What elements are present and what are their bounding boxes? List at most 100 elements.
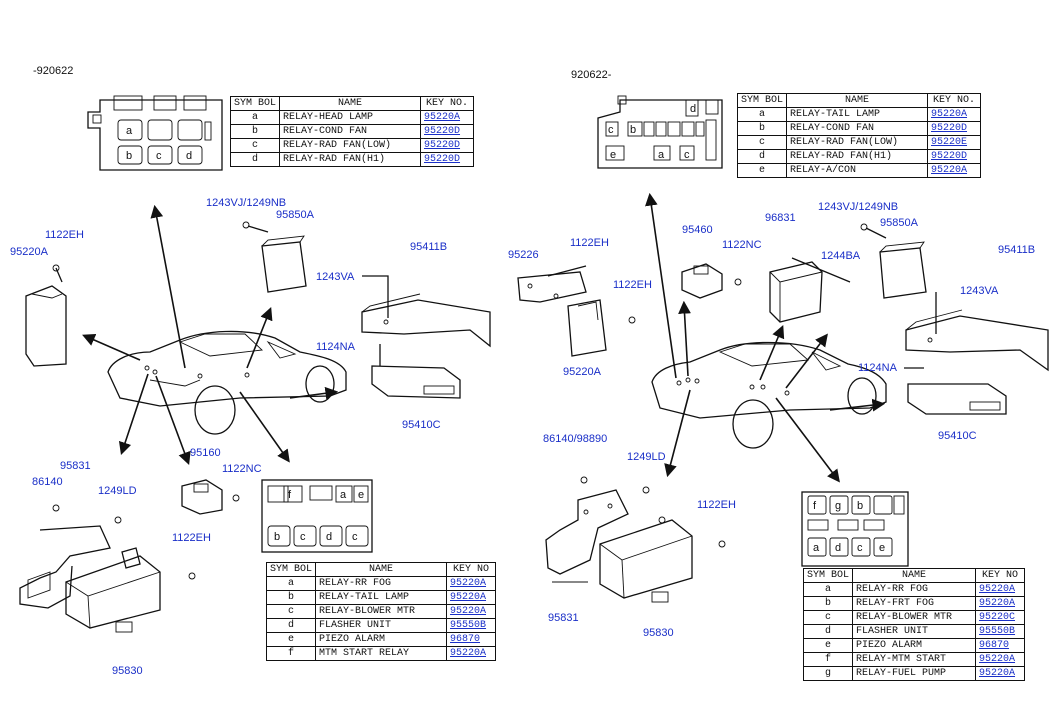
left-bracket-95411b	[361, 293, 491, 348]
right-relay-panel-2: f g b a d c e	[801, 491, 909, 567]
label-95220a: 95220A	[10, 246, 49, 258]
right-relay-95850a	[860, 223, 927, 299]
col-header-name: NAME	[786, 93, 929, 108]
right-leader-arrow	[785, 333, 828, 389]
label-1244ba: 1244BA	[821, 250, 861, 262]
cell-key: 95220D	[927, 121, 982, 136]
left-unit-95830	[65, 555, 196, 633]
panel-slot-label: f	[813, 500, 817, 512]
cell-sym: d	[736, 149, 788, 164]
cell-key: 95220A	[975, 596, 1026, 611]
label-95850a: 95850A	[880, 217, 919, 229]
label-1249ld: 1249LD	[627, 451, 666, 463]
label-1122eh-c: 1122EH	[697, 499, 736, 511]
right-leader-arrow	[759, 325, 785, 381]
cell-sym: c	[736, 135, 788, 150]
panel-slot-label: b	[857, 500, 863, 512]
left-car-silhouette	[107, 330, 347, 435]
right-leader-arrow	[664, 389, 691, 478]
cell-name: RELAY-FUEL PUMP	[852, 666, 977, 681]
cell-name: RELAY-BLOWER MTR	[315, 604, 448, 619]
label-1243vj: 1243VJ/1249NB	[818, 201, 898, 213]
label-86140: 86140	[32, 476, 63, 488]
cell-name: RELAY-RAD FAN(LOW)	[279, 138, 422, 153]
right-car-silhouette	[651, 341, 887, 449]
cell-name: RELAY-RR FOG	[315, 576, 448, 591]
cell-sym: b	[229, 124, 281, 139]
cell-sym: e	[265, 632, 317, 647]
right-bracket-95831	[545, 476, 629, 583]
col-header-key: KEY NO	[446, 562, 497, 577]
right-unit-96831	[769, 257, 851, 323]
panel-slot-label: a	[813, 542, 820, 554]
label-95410c: 95410C	[938, 430, 977, 442]
label-1122eh-b: 1122EH	[613, 279, 652, 291]
panel-slot-label: c	[608, 124, 614, 136]
left-relay-panel: a b c d	[87, 95, 223, 171]
label-95410c: 95410C	[402, 419, 441, 431]
right-module-95410c	[904, 367, 1007, 415]
right-leader-arrow	[645, 192, 677, 379]
cell-sym: e	[736, 163, 788, 178]
cell-name: RELAY-COND FAN	[786, 121, 929, 136]
cell-key: 95220A	[975, 666, 1026, 681]
cell-key: 95550B	[975, 624, 1026, 639]
cell-name: FLASHER UNIT	[315, 618, 448, 633]
cell-name: RELAY-RAD FAN(H1)	[786, 149, 929, 164]
col-header-sym: SYM BOL	[736, 93, 788, 108]
label-1124na: 1124NA	[316, 341, 356, 353]
cell-sym: f	[265, 646, 317, 661]
label-95850a: 95850A	[276, 209, 315, 221]
panel-slot-label: b	[126, 150, 132, 162]
panel-slot-label: c	[300, 531, 306, 543]
right-leader-arrow	[775, 397, 840, 483]
cell-sym: c	[229, 138, 281, 153]
cell-sym: a	[736, 107, 788, 122]
panel-slot-label: a	[126, 125, 133, 137]
cell-key: 95220D	[420, 124, 475, 139]
cell-key: 95220A	[975, 582, 1026, 597]
panel-slot-label: a	[340, 489, 347, 501]
left-leader-arrow	[82, 333, 141, 361]
cell-sym: c	[265, 604, 317, 619]
cell-name: RELAY-RR FOG	[852, 582, 977, 597]
right-unit-95830	[599, 486, 726, 603]
right-relay-95460	[681, 263, 742, 299]
right-bracket-95226	[517, 265, 587, 303]
panel-slot-label: c	[857, 542, 863, 554]
cell-sym: b	[265, 590, 317, 605]
cell-key: 95220A	[927, 107, 982, 122]
right-relay-95220a	[567, 299, 636, 357]
cell-sym: e	[802, 638, 854, 653]
cell-name: MTM START RELAY	[315, 646, 448, 661]
cell-key: 95220A	[446, 646, 497, 661]
panel-slot-label: c	[352, 531, 358, 543]
col-header-key: KEY NO.	[420, 96, 475, 111]
cell-key: 96870	[975, 638, 1026, 653]
panel-slot-label: g	[835, 500, 841, 512]
col-header-sym: SYM BOL	[802, 568, 854, 583]
panel-slot-label: d	[186, 150, 192, 162]
cell-name: RELAY-RAD FAN(LOW)	[786, 135, 929, 150]
cell-name: RELAY-BLOWER MTR	[852, 610, 977, 625]
cell-name: RELAY-COND FAN	[279, 124, 422, 139]
left-relay-95850a	[242, 221, 307, 293]
left-leader-arrow	[289, 386, 339, 400]
cell-sym: c	[802, 610, 854, 625]
panel-slot-label: d	[690, 103, 696, 115]
label-95411b: 95411B	[998, 244, 1035, 256]
